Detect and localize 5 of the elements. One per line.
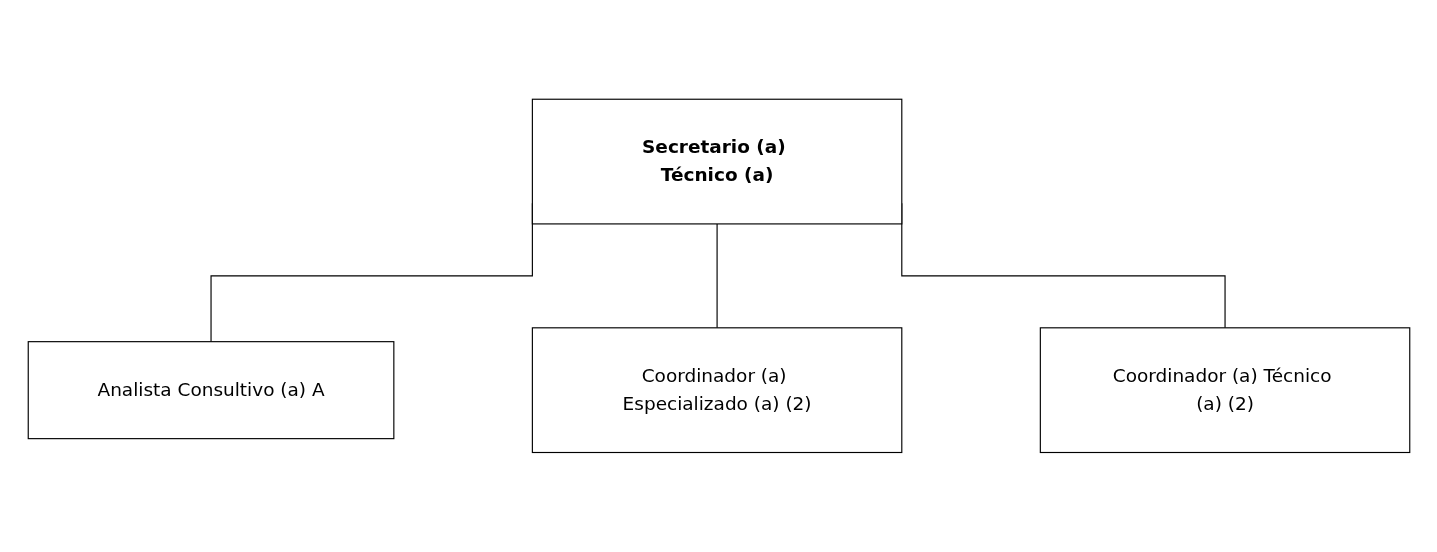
- node-box: Coordinador (a) Especializado (a) (2): [531, 327, 902, 454]
- node-box: Secretario (a) Técnico (a): [531, 98, 902, 225]
- node-box: Coordinador (a) Técnico (a) (2): [1039, 327, 1410, 454]
- node-box: Analista Consultivo (a) A: [27, 341, 394, 440]
- connector: [716, 223, 718, 329]
